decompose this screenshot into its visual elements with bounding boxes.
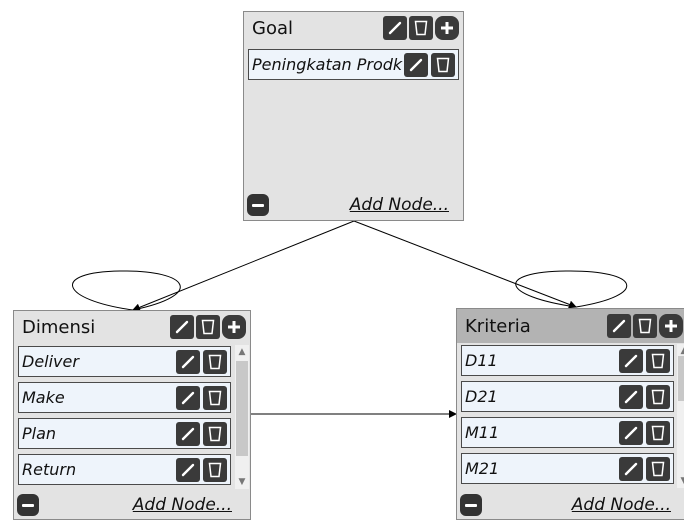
minus-icon[interactable] (460, 494, 482, 516)
list-item-label: Deliver (22, 352, 79, 371)
list-item-label: M11 (465, 423, 500, 442)
scroll-up-icon[interactable]: ▲ (238, 347, 246, 357)
list-item[interactable]: Plan (18, 418, 231, 449)
list-item[interactable]: D21 (461, 381, 674, 412)
trash-icon[interactable] (203, 457, 227, 482)
plus-icon[interactable] (659, 314, 683, 338)
pencil-icon[interactable] (619, 420, 643, 445)
list-item[interactable]: D11 (461, 345, 674, 376)
scroll-thumb[interactable] (236, 361, 248, 456)
pencil-icon[interactable] (607, 314, 631, 338)
trash-icon[interactable] (646, 456, 670, 481)
kriteria-node-header[interactable]: Kriteria (457, 309, 684, 343)
plus-icon[interactable] (222, 315, 246, 339)
trash-icon[interactable] (633, 314, 657, 338)
trash-icon[interactable] (203, 349, 227, 374)
list-item[interactable]: Make (18, 382, 231, 413)
goal-node: Goal Peningkatan Prodk Add Node... (243, 11, 464, 221)
pencil-icon[interactable] (176, 349, 200, 374)
list-item-label: Peningkatan Prodk (252, 55, 403, 74)
pencil-icon[interactable] (383, 16, 407, 40)
list-item-label: Make (22, 388, 65, 407)
link-goal-dimensi (132, 220, 355, 312)
pencil-icon[interactable] (176, 457, 200, 482)
add-node-link[interactable]: Add Node... (571, 495, 671, 515)
dimensi-node: Dimensi Deliver Make Plan Return ▲ ▼ Add… (13, 310, 251, 520)
pencil-icon[interactable] (170, 315, 194, 339)
pencil-icon[interactable] (619, 348, 643, 373)
scroll-thumb[interactable] (678, 356, 684, 401)
pencil-icon[interactable] (176, 421, 200, 446)
list-item-label: Return (22, 460, 77, 479)
list-scrollbar[interactable]: ▲ ▼ (235, 345, 249, 489)
list-item-label: D21 (465, 387, 498, 406)
add-node-link[interactable]: Add Node... (349, 195, 449, 215)
node-footer: Add Node... (457, 491, 684, 519)
link-goal-kriteria (353, 220, 577, 309)
node-footer: Add Node... (244, 190, 463, 220)
list-item[interactable]: Peningkatan Prodk (248, 49, 459, 80)
trash-icon[interactable] (646, 348, 670, 373)
node-title: Goal (252, 17, 293, 39)
trash-icon[interactable] (409, 16, 433, 40)
pencil-icon[interactable] (404, 52, 428, 77)
minus-icon[interactable] (17, 494, 39, 516)
trash-icon[interactable] (196, 315, 220, 339)
goal-node-header[interactable]: Goal (244, 12, 463, 44)
trash-icon[interactable] (431, 52, 455, 77)
list-item[interactable]: Deliver (18, 346, 231, 377)
node-title: Kriteria (465, 315, 531, 337)
plus-icon[interactable] (435, 16, 459, 40)
trash-icon[interactable] (203, 421, 227, 446)
list-scrollbar[interactable]: ▲ ▼ (677, 344, 684, 488)
list-item-label: M21 (465, 459, 500, 478)
list-item-label: D11 (465, 351, 498, 370)
pencil-icon[interactable] (619, 456, 643, 481)
scroll-down-icon[interactable]: ▼ (677, 474, 684, 488)
add-node-link[interactable]: Add Node... (132, 495, 232, 515)
scroll-up-icon[interactable]: ▲ (677, 344, 684, 358)
trash-icon[interactable] (203, 385, 227, 410)
list-item[interactable]: M21 (461, 453, 674, 484)
minus-icon[interactable] (247, 194, 269, 216)
dimensi-node-header[interactable]: Dimensi (14, 311, 250, 343)
trash-icon[interactable] (646, 420, 670, 445)
self-loop-kriteria (515, 270, 627, 308)
self-loop-dimensi (72, 270, 181, 311)
pencil-icon[interactable] (176, 385, 200, 410)
scroll-down-icon[interactable]: ▼ (238, 477, 246, 487)
list-item[interactable]: Return (18, 454, 231, 485)
kriteria-node: Kriteria D11 D21 M11 M21 ▲ ▼ Add Node... (456, 308, 684, 520)
node-footer: Add Node... (14, 491, 250, 519)
node-title: Dimensi (22, 316, 96, 338)
list-item-label: Plan (22, 424, 57, 443)
pencil-icon[interactable] (619, 384, 643, 409)
list-item[interactable]: M11 (461, 417, 674, 448)
trash-icon[interactable] (646, 384, 670, 409)
